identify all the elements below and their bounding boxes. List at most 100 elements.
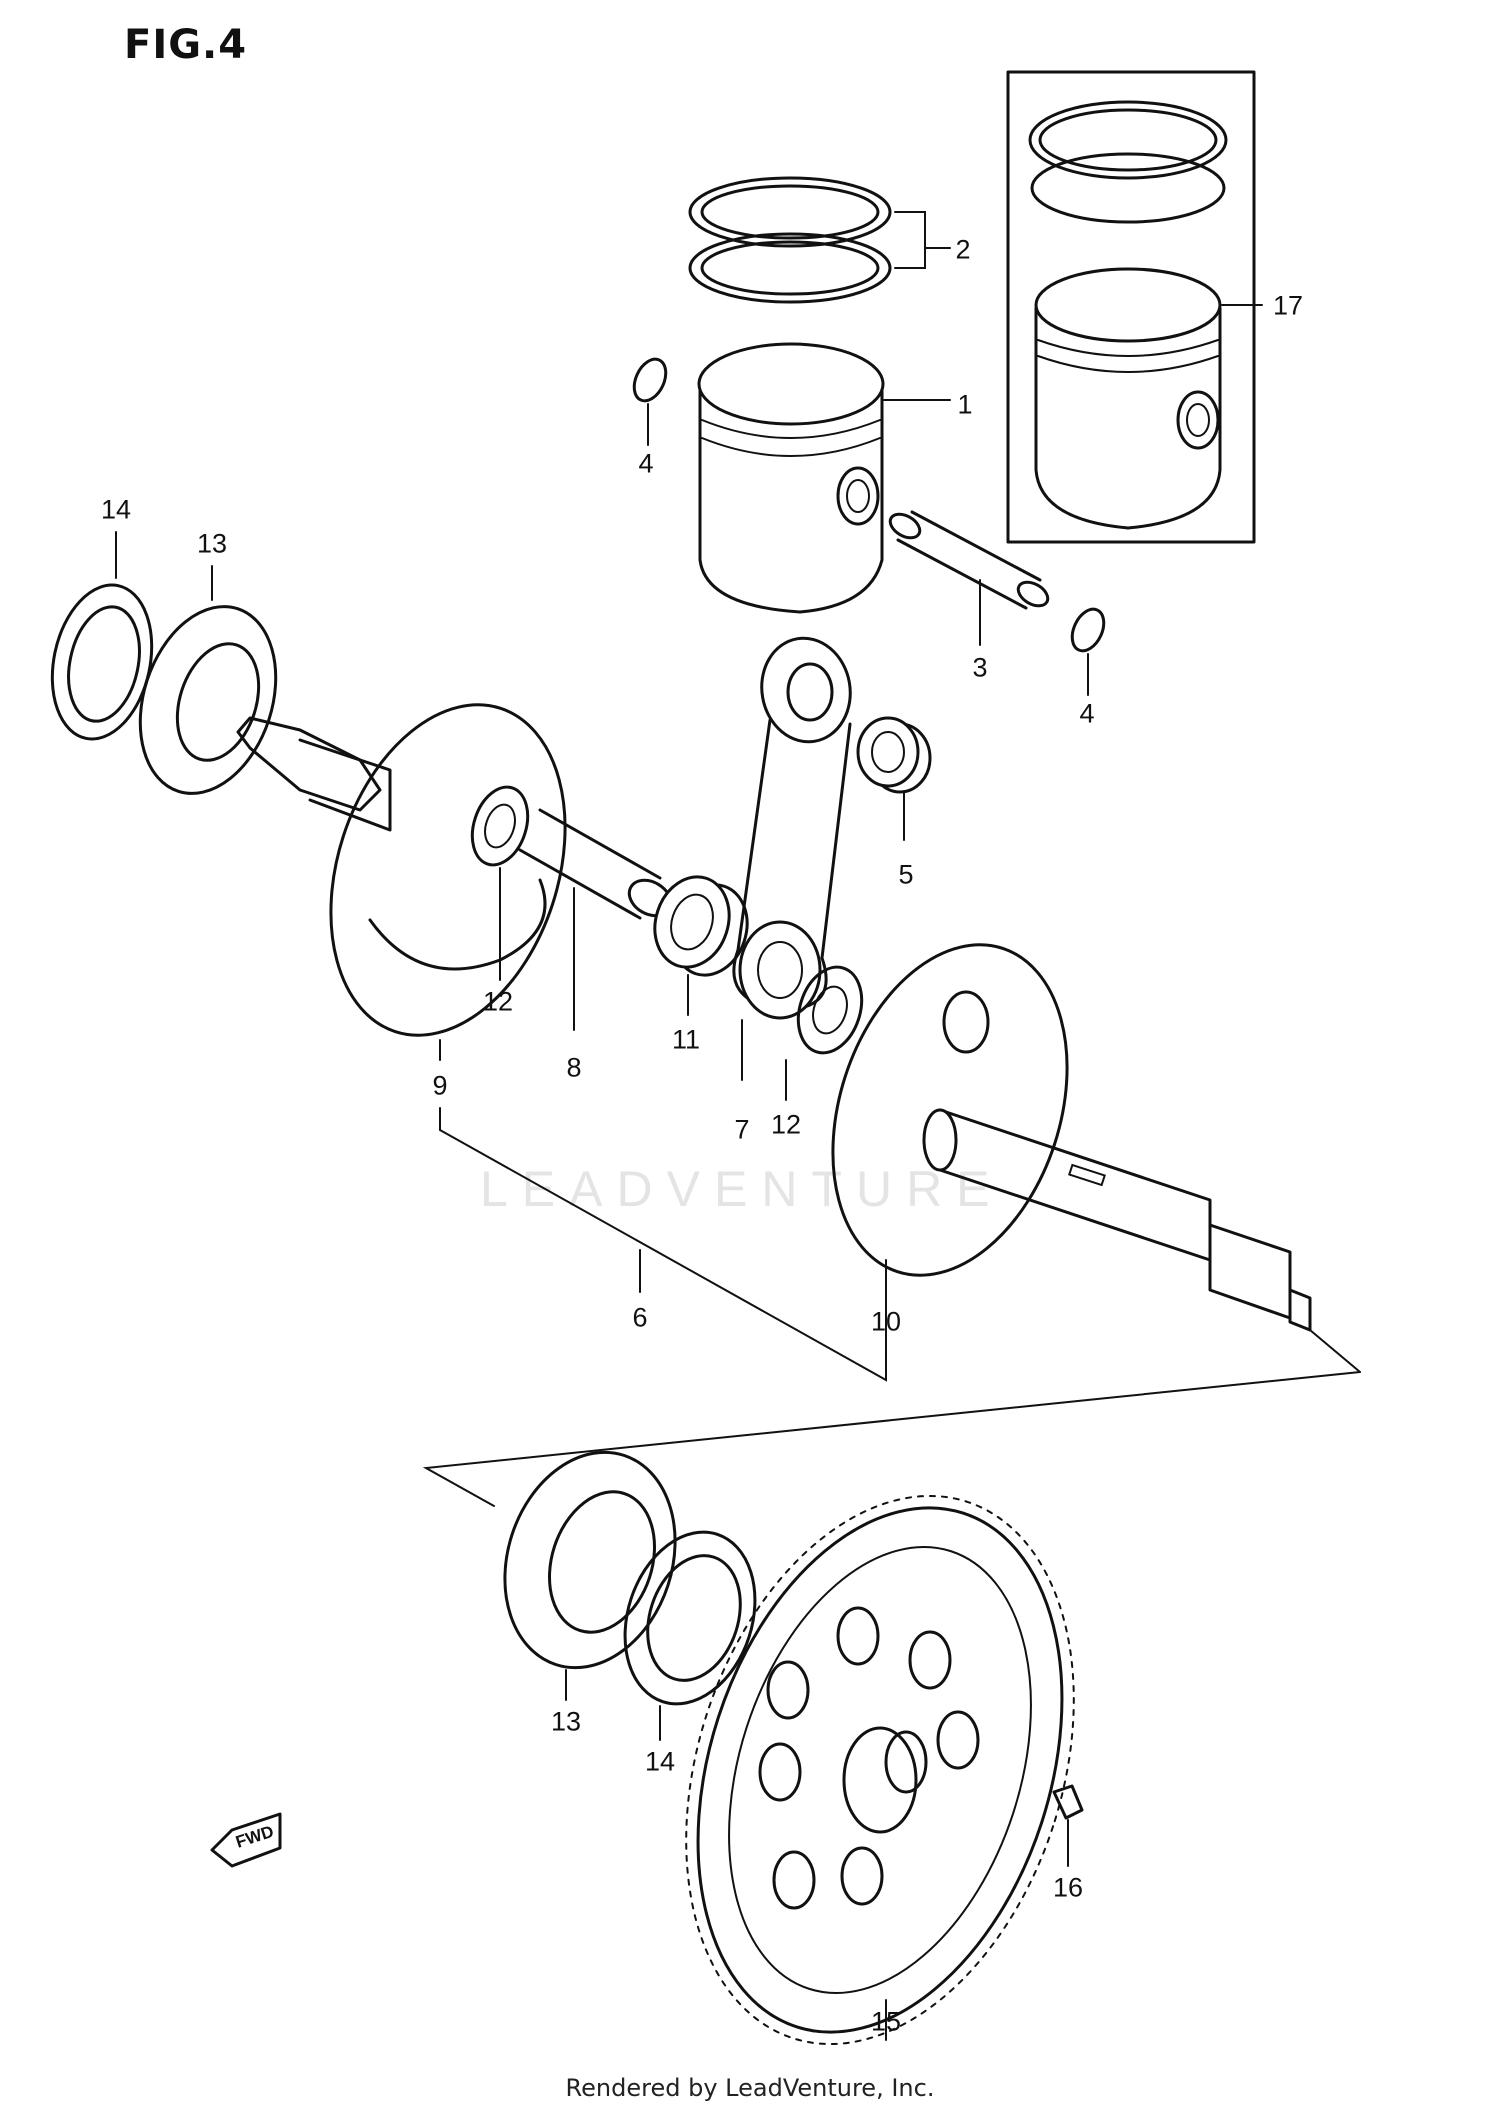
right-bearing-seal-group — [503, 1450, 757, 1741]
callout-2: 2 — [955, 234, 971, 265]
callout-6: 6 — [632, 1302, 648, 1333]
figure-title: FIG.4 — [124, 22, 248, 68]
conrod-small-end — [760, 636, 852, 744]
gear-hole-4 — [840, 1846, 884, 1906]
footer-credit: Rendered by LeadVenture, Inc. — [565, 2074, 935, 2102]
piston-body — [698, 386, 884, 614]
needle-bearing-small-bore — [871, 731, 905, 773]
piston-groove-1 — [701, 419, 881, 439]
piston-rings-group — [688, 176, 951, 304]
keyway — [1068, 1163, 1106, 1187]
oil-seal-right-outer — [623, 1530, 757, 1706]
leader-2-bracket — [894, 211, 926, 269]
needle-bearing-small-b — [856, 716, 920, 788]
crank-pin-body — [518, 808, 662, 920]
conrod-big-end — [738, 920, 822, 1020]
callout-5: 5 — [898, 859, 914, 890]
gear-outer — [696, 1506, 1064, 2034]
kit-ring-upper-inner — [1038, 108, 1218, 172]
washer-12a — [470, 785, 530, 867]
piston-pin-end-a — [888, 512, 922, 540]
callout-4b: 4 — [1079, 698, 1095, 729]
callout-15: 15 — [870, 2006, 902, 2037]
ring-second — [688, 232, 892, 304]
washer-12b-bore — [812, 985, 848, 1035]
callout-11: 11 — [671, 1024, 701, 1055]
kit-piston-boss — [1176, 390, 1220, 450]
callout-16: 16 — [1052, 1872, 1084, 1903]
piston-pin-body — [896, 510, 1042, 610]
woodruff-key — [1052, 1784, 1084, 1820]
oil-seal-right-inner — [646, 1554, 742, 1682]
big-end-bearing-group — [653, 875, 749, 1016]
washer-right-group — [785, 965, 864, 1101]
ring-second-inner — [700, 240, 880, 296]
left-shaft-spline — [236, 716, 382, 812]
callout-9: 9 — [432, 1070, 448, 1101]
kit-piston-pin-hole — [1186, 403, 1210, 437]
callout-12b: 12 — [770, 1109, 802, 1140]
callout-14b: 14 — [644, 1746, 676, 1777]
fwd-arrow: FWD — [210, 1812, 282, 1868]
kit-ring-lower — [1030, 152, 1226, 224]
callout-13b: 13 — [550, 1706, 582, 1737]
callout-13a: 13 — [196, 528, 228, 559]
left-flywheel-web — [329, 703, 567, 1037]
gear-web — [728, 1546, 1032, 1994]
kit-piston-groove2 — [1037, 355, 1219, 373]
circlips-group — [632, 357, 1106, 696]
left-seal-bearing-group — [50, 531, 278, 795]
right-shaft-nut — [1288, 1288, 1312, 1332]
lower-assembly-pointer — [422, 1371, 1361, 1507]
callout-8: 8 — [566, 1052, 582, 1083]
key-group — [1052, 1784, 1084, 1867]
callout-1: 1 — [957, 389, 973, 420]
bearing-left-outer — [138, 605, 278, 795]
kit-ring-upper — [1028, 100, 1228, 180]
kit-piston-groove — [1037, 339, 1219, 357]
kit-piston-crown — [1034, 267, 1222, 343]
bearing-right-inner — [547, 1490, 657, 1634]
oil-seal-left-inner — [67, 605, 141, 723]
gear-hole-7 — [766, 1660, 810, 1720]
big-end-bearing-bore — [670, 893, 714, 951]
connecting-rod-group — [732, 636, 852, 1081]
conrod-beam — [736, 718, 852, 960]
piston-pin-end-b — [1016, 580, 1050, 608]
callout-10: 10 — [870, 1306, 902, 1337]
fwd-arrow-shape — [210, 1812, 282, 1868]
piston-pin-group — [888, 510, 1050, 646]
piston-group — [697, 342, 951, 614]
gear-hole-3 — [936, 1710, 980, 1770]
circlip-right — [1070, 607, 1106, 653]
gear-hole-5 — [772, 1850, 816, 1910]
washer-12b — [796, 965, 864, 1055]
gear-teeth — [685, 1494, 1075, 2046]
oil-seal-left-outer — [50, 583, 154, 741]
callout-4a: 4 — [638, 448, 654, 479]
ring-top-inner — [700, 184, 880, 240]
bearing-right-outer — [503, 1450, 677, 1670]
gear-hole-1 — [836, 1606, 880, 1666]
piston-kit-group — [1006, 70, 1263, 544]
leader-6-bracket — [439, 1107, 887, 1382]
callout-7: 7 — [734, 1114, 750, 1145]
gear-hub — [842, 1726, 918, 1834]
piston-boss — [836, 466, 880, 526]
arrow-to-lower — [1309, 1329, 1361, 1373]
callout-17: 17 — [1272, 290, 1304, 321]
washer-12a-bore — [484, 803, 516, 849]
piston-kit-frame — [1006, 70, 1256, 544]
ring-top — [688, 176, 892, 248]
watermark: LEADVENTURE — [480, 1161, 1004, 1217]
left-web-cutout — [368, 878, 547, 971]
circlip-left — [632, 357, 668, 403]
callout-12a: 12 — [482, 986, 514, 1017]
callout-14a: 14 — [100, 494, 132, 525]
gear-hub-bore — [884, 1730, 928, 1794]
right-shaft-shoulder — [922, 1108, 958, 1172]
piston-crown — [697, 342, 885, 426]
kit-piston-body — [1034, 306, 1222, 530]
right-shaft-body — [938, 1108, 1212, 1262]
